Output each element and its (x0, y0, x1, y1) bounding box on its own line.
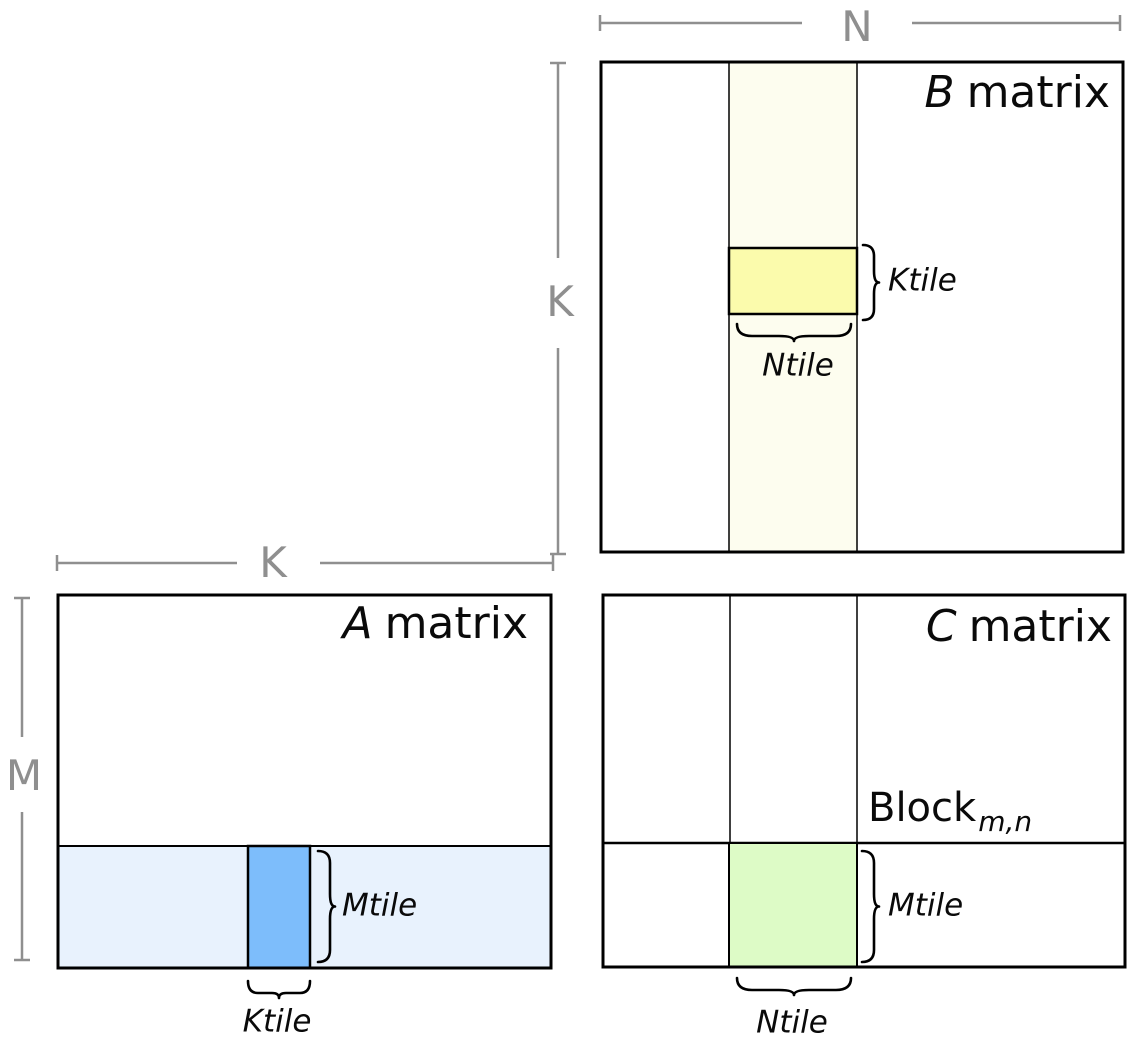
dimension-arrows (14, 15, 1122, 962)
n-dimension-label: N (841, 2, 873, 51)
c-column-divider-lines (729, 595, 858, 843)
a-matrix-title-letter: A (342, 598, 373, 649)
k-dimension-label-a: K (259, 538, 287, 587)
c-block-label-text: Block (868, 785, 977, 831)
c-block-label: Blockm,n (868, 785, 1032, 836)
b-matrix-background (601, 62, 1123, 552)
c-mtile-ntile-tile (728, 842, 858, 968)
m-dimension-label: M (5, 751, 43, 800)
c-matrix-title-letter: C (925, 601, 957, 652)
ntile-label-c: Ntile (756, 1004, 828, 1041)
mtile-brace-a (316, 849, 337, 964)
c-matrix-outline (601, 593, 1127, 969)
braces (246, 243, 881, 1000)
c-block-label-subscript: m,n (978, 805, 1033, 838)
k-dimension-arrow-a (55, 555, 555, 571)
a-mtile-ktile-tile (246, 844, 312, 970)
c-matrix-group (601, 593, 1127, 969)
b-ktile-ntile-tile (727, 246, 859, 316)
m-dimension-arrow (14, 596, 30, 962)
c-matrix-background (603, 595, 1125, 967)
ktile-brace-a (246, 979, 312, 1000)
b-matrix-title-letter: B (924, 67, 955, 118)
ktile-label-b: Ktile (888, 262, 957, 299)
b-matrix-outline (599, 60, 1125, 554)
k-dimension-arrow-b (550, 61, 566, 556)
ktile-brace-b (861, 243, 881, 322)
a-matrix-title-word: matrix (384, 598, 528, 649)
a-matrix-group (56, 593, 553, 970)
ntile-brace-b (735, 322, 853, 343)
ktile-label-a: Ktile (242, 1003, 312, 1040)
k-dimension-label-b: K (546, 277, 574, 326)
b-matrix-title-word: matrix (966, 67, 1110, 118)
ntile-label-b: Ntile (762, 347, 834, 384)
b-matrix-group (599, 60, 1125, 554)
mtile-label-c: Mtile (888, 887, 964, 924)
ntile-brace-c (735, 976, 853, 997)
a-matrix-outline (56, 593, 553, 970)
c-matrix-title-word: matrix (968, 601, 1112, 652)
mtile-label-a: Mtile (342, 887, 418, 924)
n-dimension-arrow (598, 15, 1122, 31)
mtile-brace-c (860, 849, 881, 964)
